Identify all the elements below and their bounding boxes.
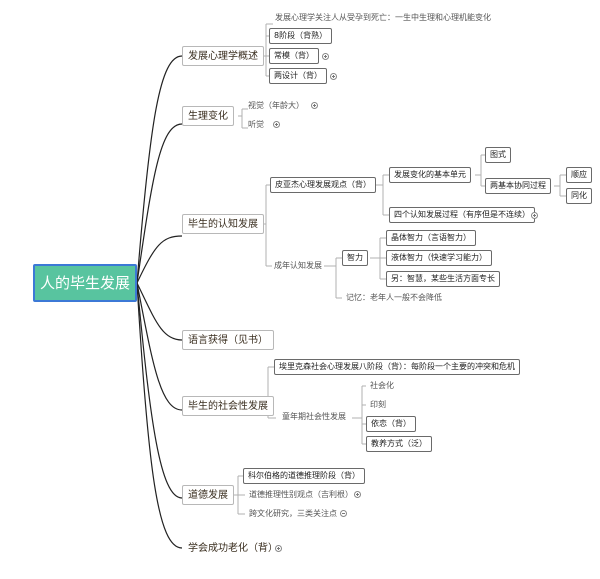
cognitive-basic-unit[interactable]: 发展变化的基本单元 (389, 167, 471, 183)
cognitive-crystallized[interactable]: 晶体智力（言语智力） (386, 230, 476, 246)
cognitive-intelligence[interactable]: 智力 (342, 250, 368, 266)
branch-moral[interactable]: 道德发展 (182, 485, 234, 505)
overview-eight-stages[interactable]: 8阶段（背熟） (269, 28, 333, 44)
moral-kohlberg[interactable]: 科尔伯格的道德推理阶段（背） (243, 468, 365, 484)
branch-cognitive[interactable]: 毕生的认知发展 (182, 214, 264, 234)
social-parenting[interactable]: 教养方式（泛） (366, 436, 432, 452)
root-node[interactable]: 人的毕生发展 (33, 264, 137, 302)
expand-icon[interactable] (322, 53, 329, 60)
cognitive-two-processes[interactable]: 两基本协同过程 (485, 178, 551, 194)
moral-cross-cultural[interactable]: 跨文化研究，三类关注点 (249, 509, 337, 518)
overview-definition[interactable]: 发展心理学关注人从受孕到死亡：一生中生理和心理机能变化 (275, 13, 491, 22)
cognitive-four-stages[interactable]: 四个认知发展过程（有序但是不连续） (389, 207, 535, 223)
expand-icon[interactable] (330, 73, 337, 80)
social-imprinting[interactable]: 印刻 (370, 400, 386, 409)
branch-social[interactable]: 毕生的社会性发展 (182, 396, 274, 416)
cognitive-fluid[interactable]: 液体智力（快速学习能力） (386, 250, 492, 266)
social-erikson[interactable]: 埃里克森社会心理发展八阶段（背）：每阶段一个主要的冲突和危机 (274, 359, 520, 375)
expand-icon[interactable] (311, 102, 318, 109)
expand-icon[interactable] (275, 545, 282, 552)
branch-language[interactable]: 语言获得（见书） (182, 330, 274, 350)
social-socialization[interactable]: 社会化 (370, 381, 394, 390)
overview-norms[interactable]: 常模（背） (269, 48, 319, 64)
branch-overview[interactable]: 发展心理学概述 (182, 46, 264, 66)
physio-hearing[interactable]: 听觉 (248, 120, 264, 129)
cognitive-memory[interactable]: 记忆：老年人一般不会降低 (346, 293, 442, 302)
cognitive-adult[interactable]: 成年认知发展 (274, 261, 322, 270)
cognitive-assimilation[interactable]: 顺应 (566, 167, 592, 183)
cognitive-schema[interactable]: 图式 (485, 147, 511, 163)
physio-vision[interactable]: 视觉（年龄大） (248, 101, 304, 110)
cognitive-piaget[interactable]: 皮亚杰心理发展观点（背） (270, 177, 376, 193)
expand-icon[interactable] (273, 121, 280, 128)
cognitive-wisdom[interactable]: 另：智慧，某些生活方面专长 (386, 271, 500, 287)
expand-icon[interactable] (354, 491, 361, 498)
social-childhood[interactable]: 童年期社会性发展 (282, 412, 346, 421)
branch-physiological[interactable]: 生理变化 (182, 106, 234, 126)
overview-two-designs[interactable]: 两设计（背） (269, 68, 327, 84)
social-attachment[interactable]: 依恋（背） (366, 416, 416, 432)
expand-icon[interactable] (531, 212, 538, 219)
branch-aging[interactable]: 学会成功老化（背） (182, 538, 284, 558)
moral-gilligan[interactable]: 道德推理性别观点（吉利根） (249, 490, 353, 499)
cognitive-accommodation[interactable]: 同化 (566, 188, 592, 204)
collapse-icon[interactable] (340, 510, 347, 517)
